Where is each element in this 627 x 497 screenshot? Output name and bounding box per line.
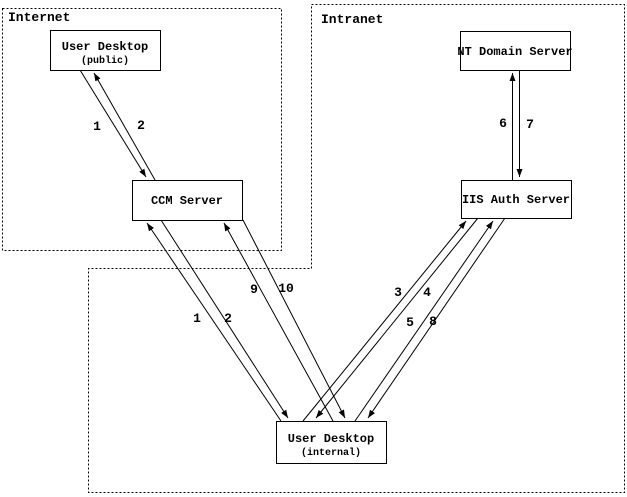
node-user-desktop-internal: User Desktop (internal) — [276, 421, 387, 464]
edge-label-4: 4 — [423, 285, 431, 300]
internet-zone-label: Internet — [8, 10, 70, 25]
edge-1-internal-desktop-to-ccm — [146, 222, 282, 422]
edge-label-1-public: 1 — [93, 119, 101, 134]
edge-4-iis-to-internal-desktop — [315, 217, 479, 419]
node-nt-domain-server: NT Domain Server — [457, 31, 573, 71]
edge-8-iis-to-internal-desktop — [367, 217, 506, 419]
edge-2-ccm-to-internal-desktop — [160, 219, 289, 419]
edge-5-internal-desktop-to-iis — [354, 220, 494, 422]
internet-zone-border — [2, 8, 282, 251]
edge-label-1-internal: 1 — [193, 311, 201, 326]
edge-label-2-public: 2 — [137, 118, 145, 133]
node-user-desktop-public: User Desktop (public) — [50, 30, 161, 71]
edge-9-internal-desktop-to-ccm — [223, 222, 334, 422]
user-desktop-public-title: User Desktop — [62, 40, 148, 54]
edge-label-10: 10 — [278, 281, 294, 296]
edge-3-internal-desktop-to-iis — [302, 220, 467, 422]
edge-label-2-internal: 2 — [224, 311, 232, 326]
iis-auth-server-title: IIS Auth Server — [462, 193, 570, 207]
edge-label-8: 8 — [429, 314, 437, 329]
internet-zone: Internet — [2, 8, 282, 251]
user-desktop-internal-title: User Desktop — [288, 432, 374, 446]
intranet-zone-border — [88, 4, 625, 493]
ccm-server-title: CCM Server — [151, 194, 223, 208]
edge-label-7: 7 — [526, 117, 534, 132]
edge-1-public-desktop-to-ccm — [79, 69, 147, 178]
edge-label-6: 6 — [499, 116, 507, 131]
edge-label-5: 5 — [406, 315, 414, 330]
node-iis-auth-server: IIS Auth Server — [461, 180, 572, 219]
diagram-edges — [79, 69, 523, 422]
user-desktop-internal-subtitle: (internal) — [301, 447, 361, 459]
nt-domain-server-box — [460, 31, 571, 71]
iis-auth-server-box — [461, 180, 572, 219]
user-desktop-internal-box — [276, 421, 387, 464]
user-desktop-public-subtitle: (public) — [81, 55, 129, 67]
edge-2-ccm-to-public-desktop — [93, 72, 156, 181]
nt-domain-server-title: NT Domain Server — [457, 45, 572, 59]
node-ccm-server: CCM Server — [132, 180, 243, 221]
ccm-server-box — [132, 180, 243, 221]
edge-10-ccm-to-internal-desktop — [242, 219, 346, 419]
edge-label-9: 9 — [250, 282, 258, 297]
intranet-zone: Intranet — [88, 4, 625, 493]
intranet-zone-label: Intranet — [321, 12, 383, 27]
edge-label-3: 3 — [394, 285, 402, 300]
diagram-edge-labels: 1 2 1 2 9 10 3 4 5 8 6 7 — [93, 116, 534, 330]
user-desktop-public-box — [50, 30, 161, 71]
